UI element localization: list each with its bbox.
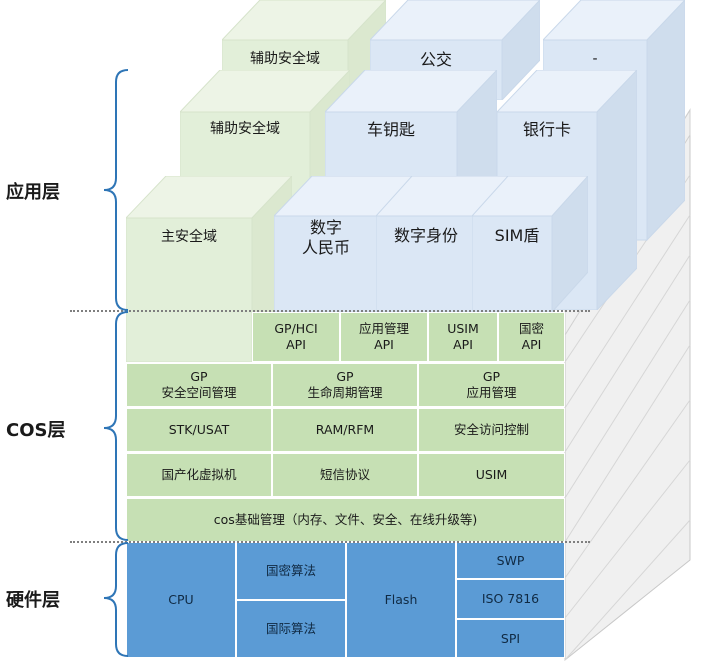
hw-gm-algorithm: 国密算法	[236, 542, 346, 600]
hw-intl-algorithm: 国际算法	[236, 600, 346, 658]
app-box-dash-label: -	[592, 51, 598, 68]
brace-cos-layer	[103, 311, 129, 541]
cos-gp-space-mgmt: GP 安全空间管理	[126, 363, 272, 407]
cos-api-usim: USIM API	[428, 312, 498, 362]
hw-iso7816: ISO 7816	[456, 579, 565, 619]
app-box-sim-shield: SIM盾	[472, 176, 588, 312]
cos-api-gp-hci: GP/HCI API	[252, 312, 340, 362]
app-box-bank-card-label: 银行卡	[522, 120, 571, 139]
hw-flash: Flash	[346, 542, 456, 658]
cos-sms-protocol: 短信协议	[272, 453, 418, 497]
app-box-sim-shield-label: SIM盾	[494, 226, 540, 245]
cos-domestic-vm: 国产化虚拟机	[126, 453, 272, 497]
app-box-aux-top-label: 辅助安全域	[250, 51, 320, 68]
app-box-digital-id-label: 数字身份	[393, 226, 458, 245]
separator-app-cos	[70, 310, 590, 312]
separator-cos-hw	[70, 541, 590, 543]
cos-gp-app-mgmt: GP 应用管理	[418, 363, 565, 407]
cos-gp-lifecycle-mgmt: GP 生命周期管理	[272, 363, 418, 407]
app-box-ecny-label: 数字 人民币	[301, 218, 350, 257]
layer-label-cos: COS层	[6, 420, 66, 441]
layer-label-app: 应用层	[6, 182, 60, 203]
cos-stk-usat: STK/USAT	[126, 408, 272, 452]
hw-swp: SWP	[456, 542, 565, 579]
cos-usim: USIM	[418, 453, 565, 497]
cos-api-app-mgmt: 应用管理 API	[340, 312, 428, 362]
cos-base-management: cos基础管理（内存、文件、安全、在线升级等)	[126, 498, 565, 542]
cos-secure-access-control: 安全访问控制	[418, 408, 565, 452]
app-box-aux-mid-label: 辅助安全域	[210, 121, 280, 138]
app-box-main-domain-label: 主安全域	[161, 229, 217, 246]
app-box-car-key-label: 车钥匙	[366, 120, 415, 139]
app-box-bus-label: 公交	[419, 50, 452, 69]
brace-hw-layer	[103, 542, 129, 657]
cos-api-gm: 国密 API	[498, 312, 565, 362]
brace-app-layer	[103, 69, 129, 311]
cos-ram-rfm: RAM/RFM	[272, 408, 418, 452]
hw-cpu: CPU	[126, 542, 236, 658]
hw-spi: SPI	[456, 619, 565, 658]
layer-label-hw: 硬件层	[6, 590, 60, 611]
